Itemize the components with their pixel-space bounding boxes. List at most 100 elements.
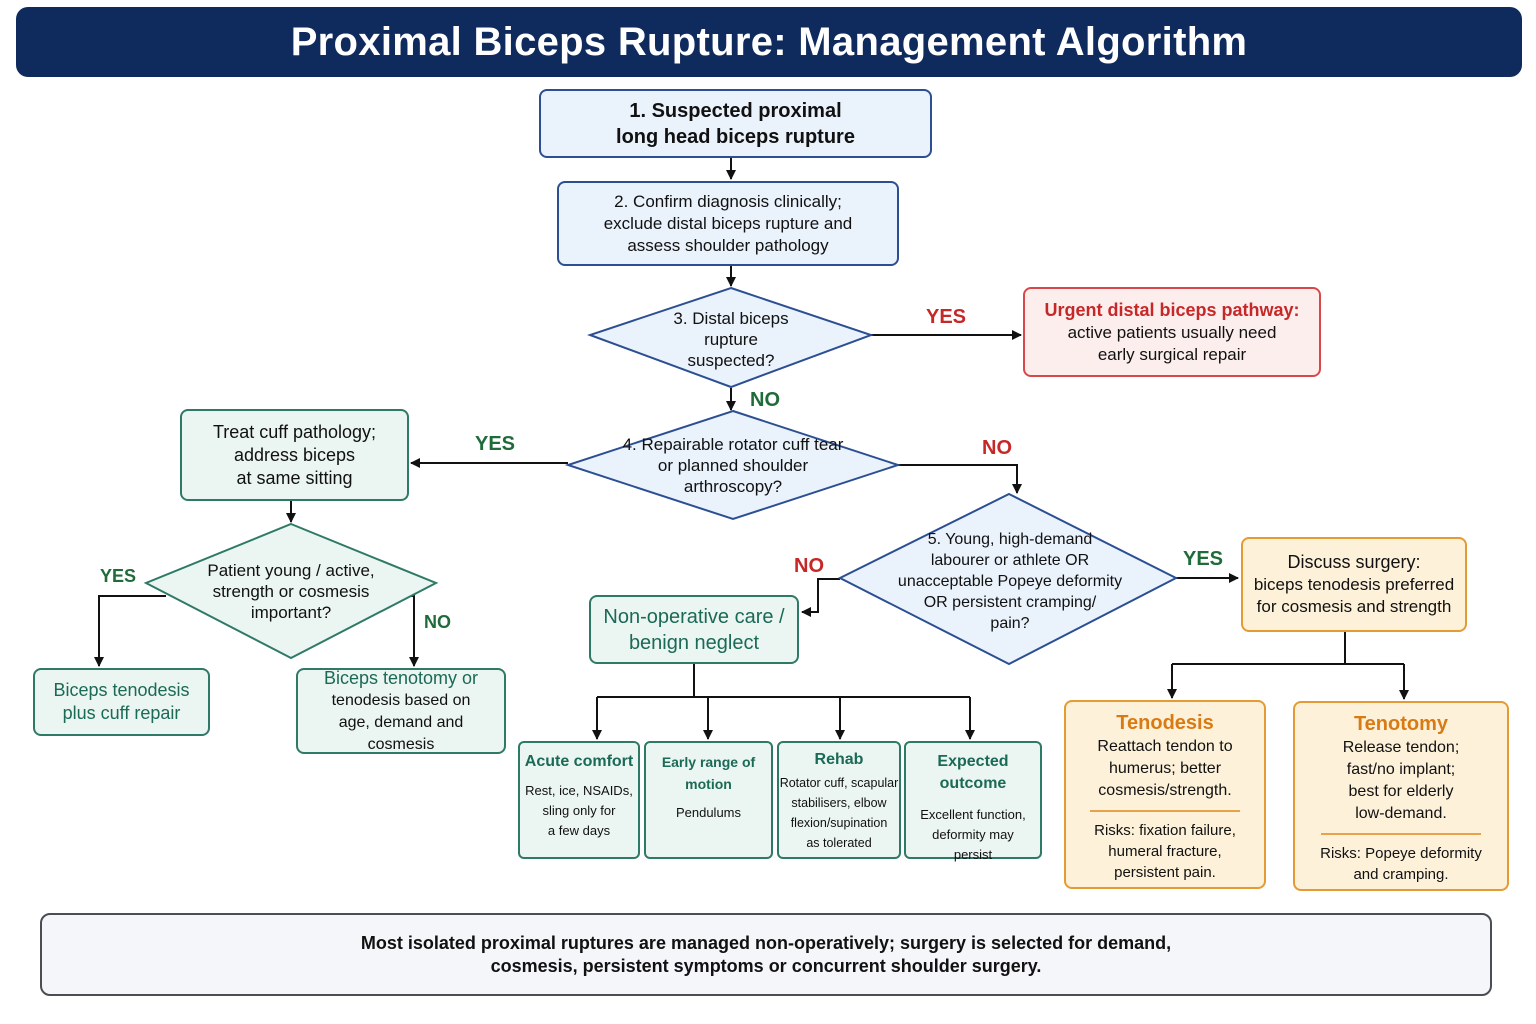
nonop-line1: Non-operative care / bbox=[603, 605, 785, 628]
step5-line2: labourer or athlete OR bbox=[930, 551, 1090, 569]
nonop-box: Non-operative care / benign neglect bbox=[589, 595, 799, 664]
rehab-body: Rotator cuff, scapular stabilisers, elbo… bbox=[779, 773, 899, 853]
discuss-surgery-box: Discuss surgery: biceps tenodesis prefer… bbox=[1241, 537, 1467, 632]
tenodesis-risk2: humeral fracture, bbox=[1108, 843, 1222, 860]
outcome-line1: Excellent function, bbox=[920, 807, 1026, 822]
treat-cuff-line3: at same sitting bbox=[236, 467, 353, 488]
tenotomy-risk1: Risks: Popeye deformity bbox=[1320, 845, 1482, 862]
card-acute-comfort: Acute comfort Rest, ice, NSAIDs, sling o… bbox=[518, 741, 640, 859]
diamond-step5 bbox=[837, 492, 1179, 666]
rehab-line3: flexion/supination bbox=[790, 816, 888, 830]
page-title: Proximal Biceps Rupture: Management Algo… bbox=[290, 19, 1248, 64]
step2-line1: 2. Confirm diagnosis clinically; bbox=[614, 191, 842, 211]
treat-cuff-box: Treat cuff pathology; address biceps at … bbox=[180, 409, 409, 501]
tenotomy-line4: low-demand. bbox=[1355, 805, 1447, 822]
step3-line2: rupture bbox=[704, 329, 758, 349]
edge-young-tenotomy bbox=[409, 595, 419, 667]
step1-line1: 1. Suspected proximal bbox=[629, 99, 842, 122]
label-no-step4: NO bbox=[982, 437, 1012, 459]
diamond-step4 bbox=[564, 409, 902, 521]
acute-body: Rest, ice, NSAIDs, sling only for a few … bbox=[520, 781, 638, 841]
step4-line3: arthroscopy? bbox=[683, 476, 783, 496]
tenodesis-cuff-line1: Biceps tenodesis bbox=[53, 680, 190, 700]
step5-text: 5. Young, high-demand labourer or athlet… bbox=[880, 526, 1140, 636]
step5-line5: pain? bbox=[990, 614, 1030, 632]
acute-line2: sling only for bbox=[542, 803, 616, 818]
tenodesis-title: Tenodesis bbox=[1116, 712, 1214, 734]
label-yes-step4: YES bbox=[475, 433, 516, 455]
step3-text: 3. Distal biceps rupture suspected? bbox=[620, 306, 842, 372]
tenodesis-cuff-box: Biceps tenodesis plus cuff repair bbox=[33, 668, 210, 736]
edge-4-5 bbox=[898, 464, 1022, 494]
tenodesis-risk1: Risks: fixation failure, bbox=[1094, 822, 1236, 839]
acute-title: Acute comfort bbox=[524, 753, 634, 770]
tenotomy-risk2: and cramping. bbox=[1353, 866, 1449, 883]
tenodesis-line1: Reattach tendon to bbox=[1097, 738, 1233, 755]
diamond-step3 bbox=[586, 286, 875, 389]
step3-line3: suspected? bbox=[687, 350, 775, 370]
summary-line2: cosmesis, persistent symptoms or concurr… bbox=[490, 955, 1042, 976]
treat-cuff-line2: address biceps bbox=[233, 444, 356, 465]
rehab-line1: Rotator cuff, scapular bbox=[779, 776, 899, 790]
label-no-step3: NO bbox=[750, 389, 780, 411]
outcome-line2: deformity may bbox=[932, 827, 1014, 842]
card-early-rom: Early range of motion Pendulums bbox=[644, 741, 773, 859]
step2-box: 2. Confirm diagnosis clinically; exclude… bbox=[557, 181, 899, 266]
diamond-young bbox=[143, 522, 439, 660]
nonop-line2: benign neglect bbox=[628, 631, 760, 654]
tenotomy-title: Tenotomy bbox=[1353, 713, 1449, 735]
patient-young-line3: important? bbox=[250, 602, 332, 622]
rehab-line4: as tolerated bbox=[806, 836, 872, 850]
step1-line2: long head biceps rupture bbox=[616, 125, 855, 148]
card-expected-outcome: Expected outcome Excellent function, def… bbox=[904, 741, 1042, 862]
acute-line3: a few days bbox=[547, 823, 611, 838]
step3-line1: 3. Distal biceps bbox=[673, 308, 789, 328]
tenotomy-divider bbox=[1320, 833, 1482, 835]
urgent-box: Urgent distal biceps pathway: active pat… bbox=[1023, 287, 1321, 377]
tenodesis-risk3: persistent pain. bbox=[1114, 864, 1216, 881]
tenotomy-line1: Release tendon; bbox=[1342, 739, 1460, 756]
patient-young-text: Patient young / active, strength or cosm… bbox=[186, 556, 396, 626]
step5-line1: 5. Young, high-demand bbox=[927, 530, 1093, 548]
tenodesis-line3: cosmesis/strength. bbox=[1098, 782, 1232, 799]
tenotomy-or-tenodesis-box: Biceps tenotomy or tenodesis based on ag… bbox=[296, 668, 506, 754]
card-rehab: Rehab Rotator cuff, scapular stabilisers… bbox=[777, 741, 901, 859]
tenotomy-line2: fast/no implant; bbox=[1346, 761, 1456, 778]
label-no-step5: NO bbox=[794, 555, 824, 577]
discuss-line3: for cosmesis and strength bbox=[1256, 597, 1452, 616]
step4-line1: 4. Repairable rotator cuff tear bbox=[622, 434, 844, 454]
urgent-line2: early surgical repair bbox=[1097, 344, 1247, 364]
tenodesis-divider bbox=[1090, 810, 1240, 812]
outcome-title: Expected outcome bbox=[937, 753, 1009, 792]
outcome-line3: persist bbox=[953, 847, 993, 862]
rehab-title: Rehab bbox=[814, 751, 864, 768]
edge-5-nonop bbox=[801, 578, 840, 617]
urgent-line1: active patients usually need bbox=[1067, 322, 1277, 342]
tenotomy-or-line1: Biceps tenotomy or bbox=[323, 667, 479, 688]
summary-box: Most isolated proximal ruptures are mana… bbox=[40, 913, 1492, 996]
summary-line1: Most isolated proximal ruptures are mana… bbox=[360, 932, 1172, 953]
label-yes-step5: YES bbox=[1183, 548, 1224, 570]
treat-cuff-line1: Treat cuff pathology; bbox=[212, 421, 377, 442]
tenotomy-or-line2: tenodesis based on bbox=[331, 691, 471, 709]
tenotomy-or-line3: age, demand and cosmesis bbox=[338, 713, 464, 753]
label-yes-step3: YES bbox=[926, 306, 967, 328]
title-bar: Proximal Biceps Rupture: Management Algo… bbox=[16, 7, 1522, 77]
label-yes-young: YES bbox=[100, 566, 137, 586]
tenotomy-box: Tenotomy Release tendon; fast/no implant… bbox=[1293, 701, 1509, 891]
tenodesis-line2: humerus; better bbox=[1108, 760, 1222, 777]
edge-young-tenodesis bbox=[94, 595, 166, 667]
discuss-line1: Discuss surgery: bbox=[1287, 552, 1421, 572]
tenodesis-box: Tenodesis Reattach tendon to humerus; be… bbox=[1064, 700, 1266, 889]
rehab-line2: stabilisers, elbow bbox=[791, 796, 887, 810]
label-no-young: NO bbox=[424, 612, 451, 632]
tenodesis-cuff-line2: plus cuff repair bbox=[62, 703, 181, 723]
step4-line2: or planned shoulder bbox=[657, 455, 809, 475]
early-rom-title: Early range of motion bbox=[661, 754, 756, 792]
patient-young-line1: Patient young / active, bbox=[207, 560, 375, 580]
step2-line3: assess shoulder pathology bbox=[627, 235, 829, 255]
early-rom-line1: Pendulums bbox=[675, 805, 742, 820]
patient-young-line2: strength or cosmesis bbox=[212, 581, 370, 601]
step2-line2: exclude distal biceps rupture and bbox=[603, 213, 853, 233]
